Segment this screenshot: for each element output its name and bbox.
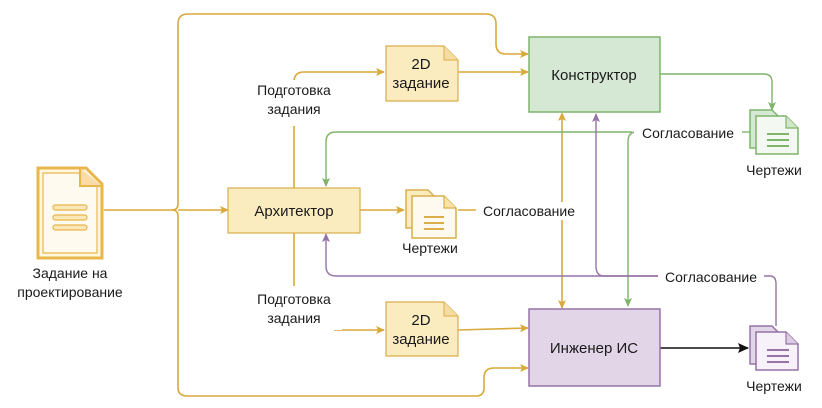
source-label-line2: проектирование — [17, 284, 123, 300]
prep-top-label-line2: задания — [267, 101, 320, 117]
edge-constructor-to-drawings — [660, 73, 776, 111]
edge-task-bottom-to-engineer — [457, 324, 529, 333]
edge-trunk-up-to-constructor — [171, 13, 529, 211]
edge-approval-to-engineer — [624, 131, 637, 307]
engineer-node[interactable]: Инженер ИС — [528, 308, 661, 387]
constructor-label: Конструктор — [551, 67, 637, 84]
edge-approval-to-architect-purple — [322, 233, 658, 277]
drawings-constructor-icon — [749, 109, 799, 155]
edge-trunk-down-to-engineer — [171, 209, 529, 397]
edge-approval-to-architect — [322, 131, 632, 187]
prep-top-label-line1: Подготовка — [257, 82, 331, 98]
prep-bottom-label-line2: задания — [267, 310, 320, 326]
approval-architect-label: Согласование — [483, 203, 575, 219]
source-label-line1: Задание на — [33, 265, 108, 281]
drawings-constructor-label: Чертежи — [746, 162, 802, 178]
source-document-icon — [36, 166, 104, 260]
task-top-line1: 2D — [411, 56, 430, 73]
purple-connectors — [322, 113, 777, 326]
approval-green-label: Согласование — [642, 125, 734, 141]
edge-approval-to-constructor-purple — [592, 113, 658, 277]
constructor-node[interactable]: Конструктор — [528, 36, 661, 113]
architect-label: Архитектор — [254, 203, 333, 220]
engineer-label: Инженер ИС — [550, 340, 638, 357]
prep-bottom-label-line1: Подготовка — [257, 291, 331, 307]
task-bottom-line2: задание — [392, 331, 449, 348]
architect-node[interactable]: Архитектор — [227, 187, 361, 234]
task-2d-top[interactable]: 2D задание — [385, 45, 459, 102]
task-top-line2: задание — [392, 75, 449, 92]
drawings-architect-label: Чертежи — [402, 240, 458, 256]
edge-drawings-to-approval-purple — [764, 275, 777, 326]
drawings-engineer-label: Чертежи — [746, 378, 802, 394]
drawings-engineer-icon — [749, 325, 799, 371]
task-2d-bottom[interactable]: 2D задание — [385, 301, 459, 357]
drawings-architect-icon — [405, 189, 457, 239]
approval-purple-label: Согласование — [665, 269, 757, 285]
task-bottom-line1: 2D — [411, 312, 430, 329]
